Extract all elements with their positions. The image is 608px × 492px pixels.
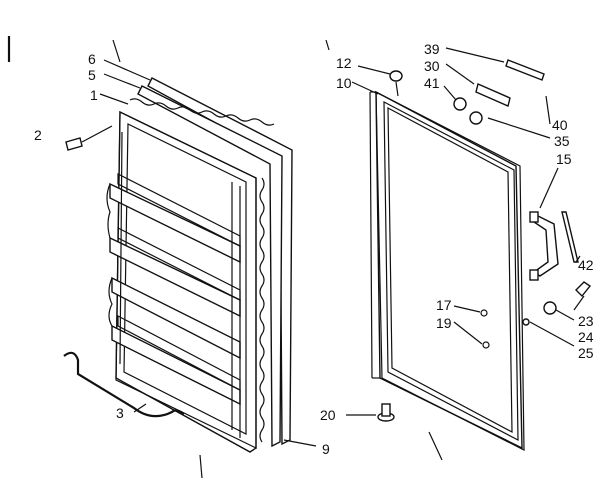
wire-rod-part-3 <box>63 351 185 418</box>
strip-part-42 <box>561 211 579 263</box>
hinge-pin-part-20 <box>346 403 395 422</box>
bumper-parts-41-35 <box>443 85 551 139</box>
callout-1: 1 <box>90 87 98 103</box>
outer-door-panel <box>369 90 525 451</box>
callout-39: 39 <box>424 41 440 57</box>
callout-6: 6 <box>88 51 96 67</box>
screw-hole <box>482 341 490 349</box>
callout-41: 41 <box>424 75 440 91</box>
callout-20: 20 <box>320 407 336 423</box>
callout-5: 5 <box>88 67 96 83</box>
callout-19: 19 <box>436 315 452 331</box>
leader-lines-left <box>99 59 317 447</box>
guide-mark <box>112 39 121 63</box>
callout-24: 24 <box>578 329 594 345</box>
guide-mark <box>428 431 443 461</box>
hinge-parts-23-24-25 <box>522 281 592 347</box>
guide-mark <box>199 454 203 479</box>
callout-9: 9 <box>322 441 330 457</box>
callout-35: 35 <box>554 133 570 149</box>
callout-42: 42 <box>578 257 594 273</box>
door-liner-assembly <box>106 77 293 453</box>
callout-15: 15 <box>556 151 572 167</box>
callout-10: 10 <box>336 75 352 91</box>
handle-part-15 <box>529 167 559 281</box>
screw-part-2 <box>65 125 113 151</box>
callout-23: 23 <box>578 313 594 329</box>
callout-2: 2 <box>34 127 42 143</box>
callout-25: 25 <box>578 345 594 361</box>
plug-part-12 <box>351 65 403 97</box>
callout-17: 17 <box>436 297 452 313</box>
callout-12: 12 <box>336 55 352 71</box>
guide-mark <box>325 39 330 51</box>
callout-3: 3 <box>116 405 124 421</box>
screw-hole <box>480 309 488 317</box>
callout-30: 30 <box>424 58 440 74</box>
callout-40: 40 <box>552 117 568 133</box>
trim-bars-39-30 <box>445 47 545 107</box>
